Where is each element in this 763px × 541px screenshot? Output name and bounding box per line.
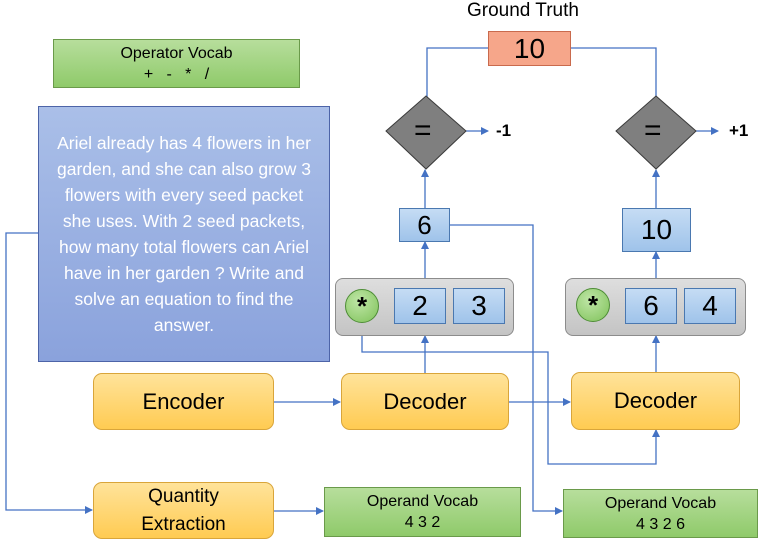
step-2-operand-b: 4 bbox=[684, 288, 736, 324]
step-1-operand-a: 2 bbox=[394, 288, 446, 324]
encoder-box: Encoder bbox=[93, 373, 274, 430]
ground-truth-label: Ground Truth bbox=[467, 0, 579, 21]
reward-1: -1 bbox=[496, 121, 512, 140]
arrow-gt-to-compare-1 bbox=[423, 47, 488, 111]
decoder-2-box: Decoder bbox=[571, 372, 740, 430]
step-2-operand-a: 6 bbox=[625, 288, 677, 324]
arrow-problem-to-quantity bbox=[5, 232, 93, 514]
arrow-gt-to-compare-2 bbox=[571, 47, 660, 111]
arrow-operator-feedback bbox=[361, 322, 660, 465]
step-1-operand-b: 3 bbox=[453, 288, 505, 324]
step-2-result: 10 bbox=[622, 208, 691, 252]
operand-vocab-1-values: 4 3 2 bbox=[404, 514, 441, 531]
compare-diamond-2 bbox=[615, 95, 697, 170]
ground-truth-value: 10 bbox=[488, 31, 571, 66]
problem-text: Ariel already has 4 flowers in her garde… bbox=[57, 133, 311, 335]
reward-2: +1 bbox=[729, 121, 749, 140]
step-1-operator: * bbox=[345, 289, 379, 323]
compare-symbol-2: = bbox=[644, 114, 662, 147]
operand-vocab-1-box: Operand Vocab 4 3 2 bbox=[324, 487, 521, 537]
step-2-operator: * bbox=[576, 288, 610, 322]
operand-vocab-2-box: Operand Vocab 4 3 2 6 bbox=[563, 489, 758, 538]
step-1-result: 6 bbox=[399, 208, 450, 242]
quantity-extraction-box: Quantity Extraction bbox=[93, 482, 274, 539]
compare-diamond-1 bbox=[385, 95, 467, 170]
arrow-result-to-operand-vocab bbox=[450, 224, 563, 515]
operand-vocab-2-values: 4 3 2 6 bbox=[636, 515, 685, 533]
problem-text-box: Ariel already has 4 flowers in her garde… bbox=[38, 106, 330, 362]
operator-vocab-box: Operator Vocab + - * / bbox=[53, 39, 300, 88]
operand-vocab-1-title: Operand Vocab bbox=[366, 493, 479, 510]
decoder-1-box: Decoder bbox=[341, 373, 509, 430]
operator-vocab-title: Operator Vocab bbox=[120, 44, 233, 62]
operand-vocab-2-title: Operand Vocab bbox=[604, 494, 717, 512]
compare-symbol-1: = bbox=[414, 114, 432, 147]
operator-vocab-ops: + - * / bbox=[143, 65, 210, 83]
